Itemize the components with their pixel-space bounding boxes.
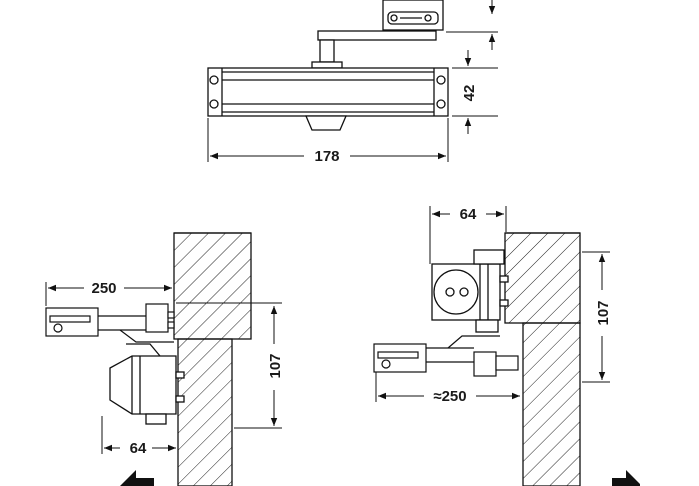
right-closer-body xyxy=(431,249,509,333)
right-door-frame xyxy=(504,232,581,486)
left-depth-dimension xyxy=(176,302,282,429)
right-direction-arrow-icon xyxy=(612,470,640,486)
right-arm-assembly xyxy=(373,335,519,377)
top-width-label: 178 xyxy=(314,148,339,165)
left-offset-label: 64 xyxy=(130,440,147,457)
left-door-frame xyxy=(173,232,252,486)
right-offset-label: 64 xyxy=(460,206,477,223)
right-depth-dimension xyxy=(582,251,610,383)
top-width-dimension xyxy=(207,118,449,162)
left-depth-label: 107 xyxy=(267,353,284,378)
left-offset-dimension xyxy=(101,416,176,454)
left-reach-dimension xyxy=(45,282,172,306)
left-direction-arrow-icon xyxy=(120,470,154,486)
top-height-dimension xyxy=(446,0,498,134)
right-reach-label: ≈250 xyxy=(433,388,466,405)
left-reach-label: 250 xyxy=(91,280,116,297)
top-height-label: 42 xyxy=(461,85,478,102)
left-arm-assembly xyxy=(45,303,175,343)
right-depth-label: 107 xyxy=(595,300,612,325)
right-offset-dimension xyxy=(429,206,507,264)
left-closer-body xyxy=(109,343,185,425)
top-view-closer xyxy=(207,0,449,131)
right-reach-dimension xyxy=(375,372,520,402)
